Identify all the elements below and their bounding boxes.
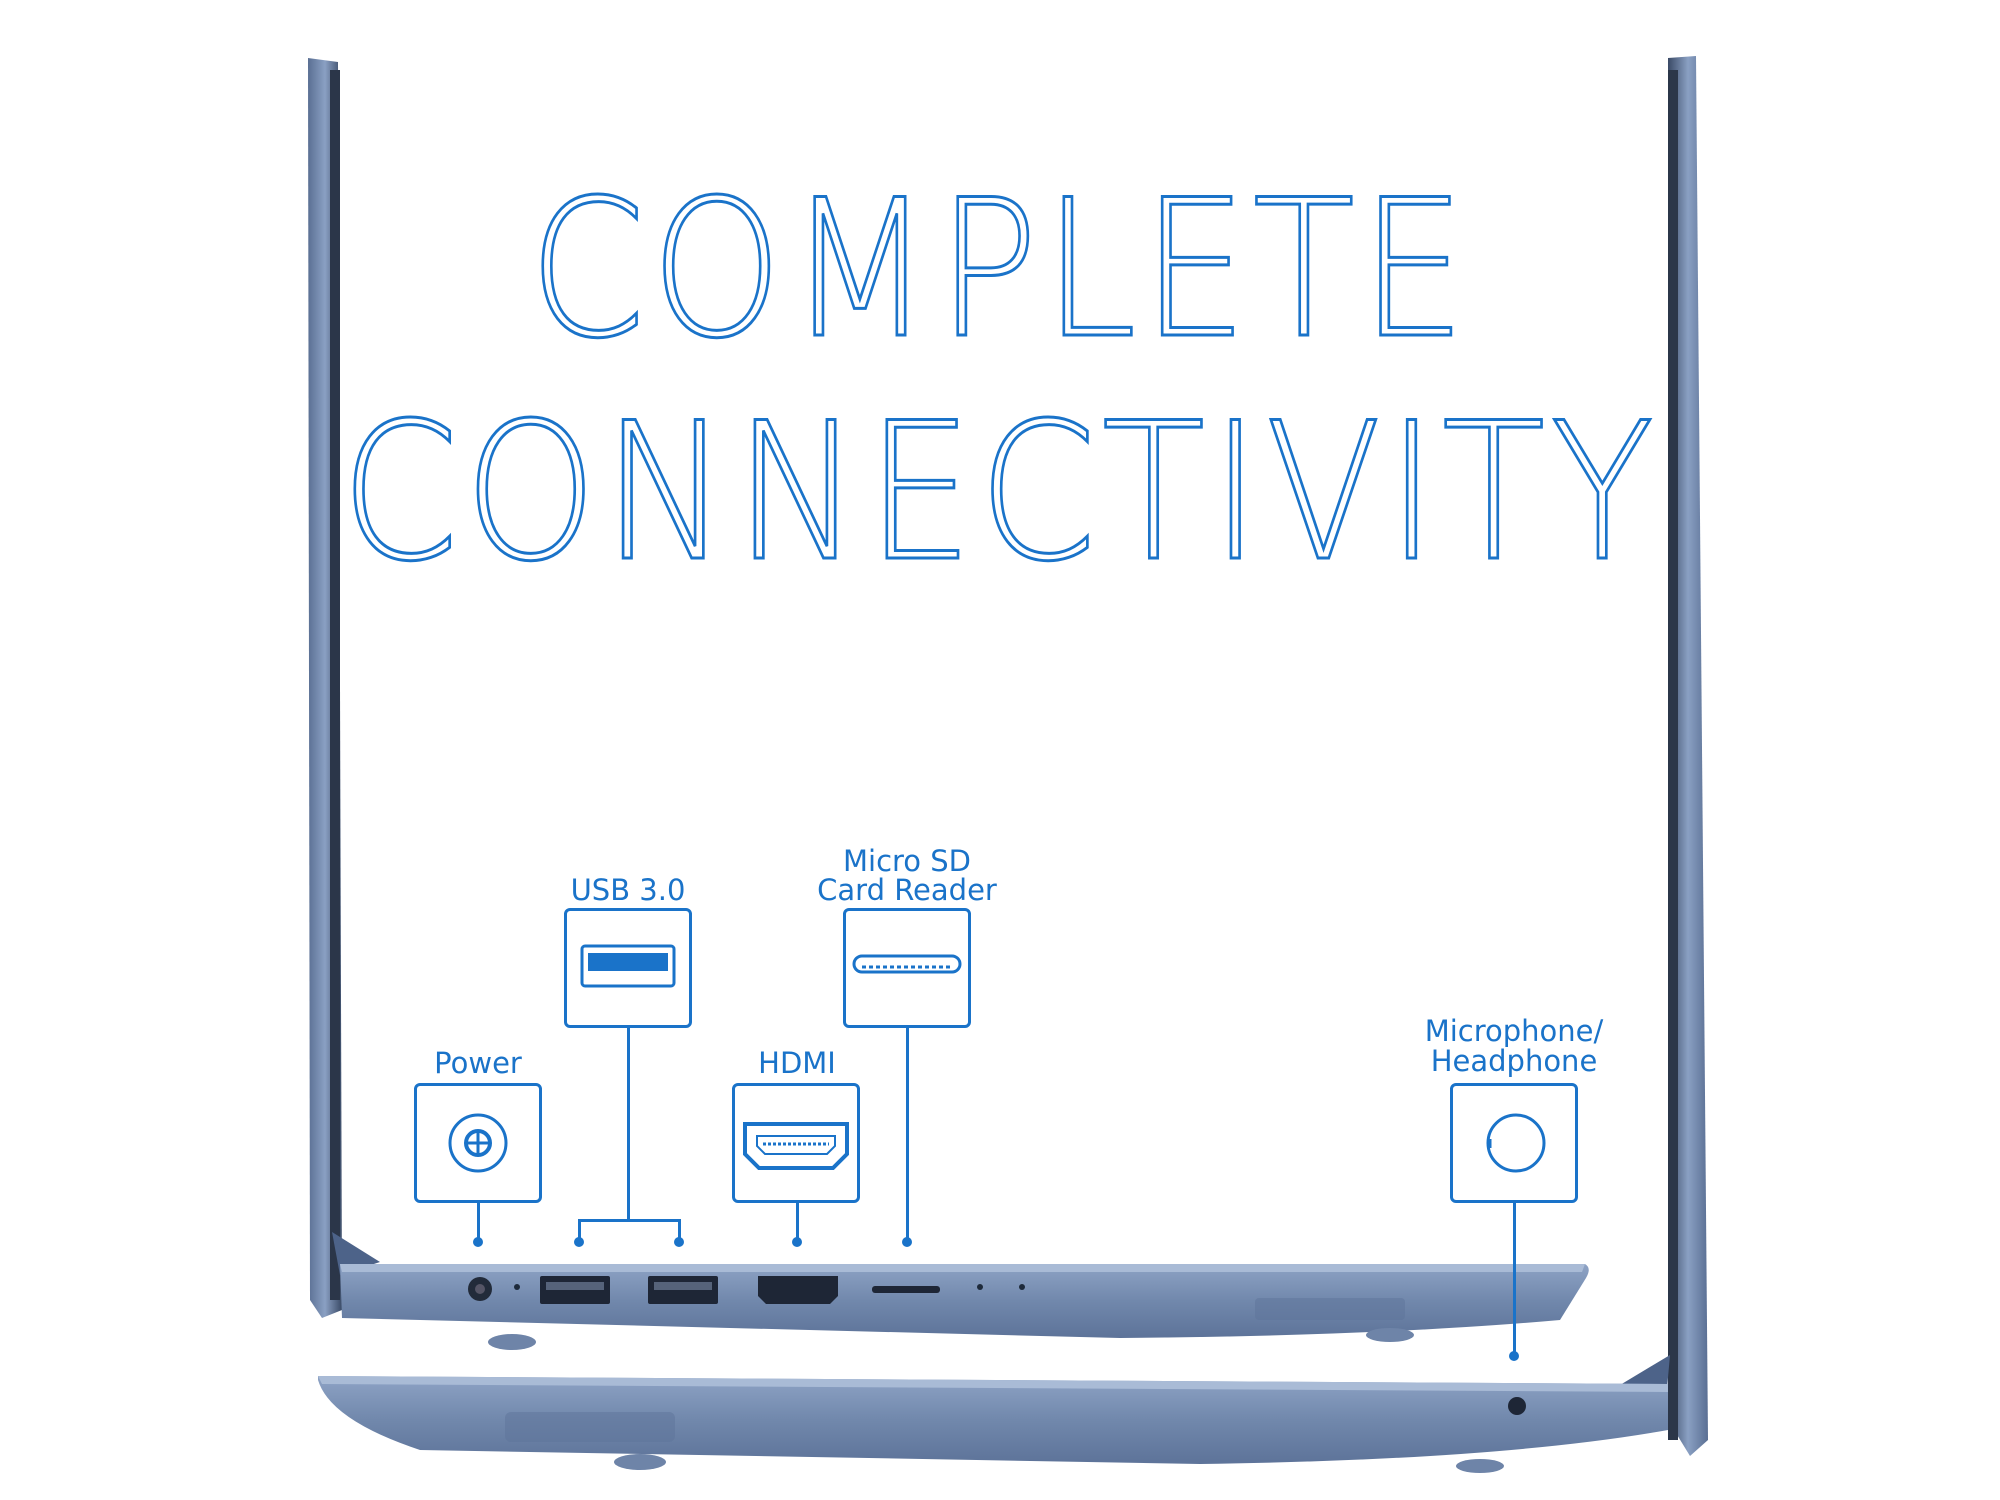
- power-dot: [473, 1237, 483, 1247]
- hdmi-port-callout: [732, 1083, 860, 1203]
- usb-connector-right: [678, 1219, 681, 1241]
- sd-slot-icon: [852, 954, 962, 974]
- usb-connector-left: [578, 1219, 581, 1241]
- headline-line-1: COMPLETE: [528, 159, 1472, 380]
- microsd-dot: [902, 1237, 912, 1247]
- hdmi-connector: [796, 1203, 799, 1241]
- audio-jack-icon: [1486, 1113, 1546, 1173]
- headline-line-2: CONNECTIVITY: [339, 382, 1660, 603]
- usb-dot-2: [674, 1237, 684, 1247]
- microsd-label-line-2: Card Reader: [817, 873, 997, 907]
- power-jack-icon: [448, 1113, 508, 1173]
- microsd-port-callout: [843, 908, 971, 1028]
- right-laptop: [318, 56, 1708, 1473]
- usb-connector-vertical: [627, 1028, 630, 1220]
- usb-dot-1: [574, 1237, 584, 1247]
- left-laptop: [308, 58, 1589, 1350]
- audio-dot: [1509, 1351, 1519, 1361]
- audio-label-line-1: Microphone/: [1424, 1014, 1604, 1048]
- power-connector: [477, 1203, 480, 1241]
- hdmi-label: HDMI: [758, 1046, 836, 1080]
- microsd-label-line-1: Micro SD: [842, 844, 972, 878]
- usb-port-callout: [564, 908, 692, 1028]
- hdmi-dot: [792, 1237, 802, 1247]
- audio-connector: [1513, 1203, 1516, 1355]
- power-label: Power: [434, 1046, 522, 1080]
- usb-label: USB 3.0: [570, 873, 686, 907]
- usb-port-icon: [580, 944, 676, 988]
- audio-port-callout: [1450, 1083, 1578, 1203]
- hdmi-port-icon: [743, 1122, 849, 1170]
- usb-connector-horizontal: [578, 1219, 681, 1222]
- power-port-callout: [414, 1083, 542, 1203]
- microsd-connector: [906, 1028, 909, 1241]
- audio-label-line-2: Headphone: [1430, 1044, 1598, 1078]
